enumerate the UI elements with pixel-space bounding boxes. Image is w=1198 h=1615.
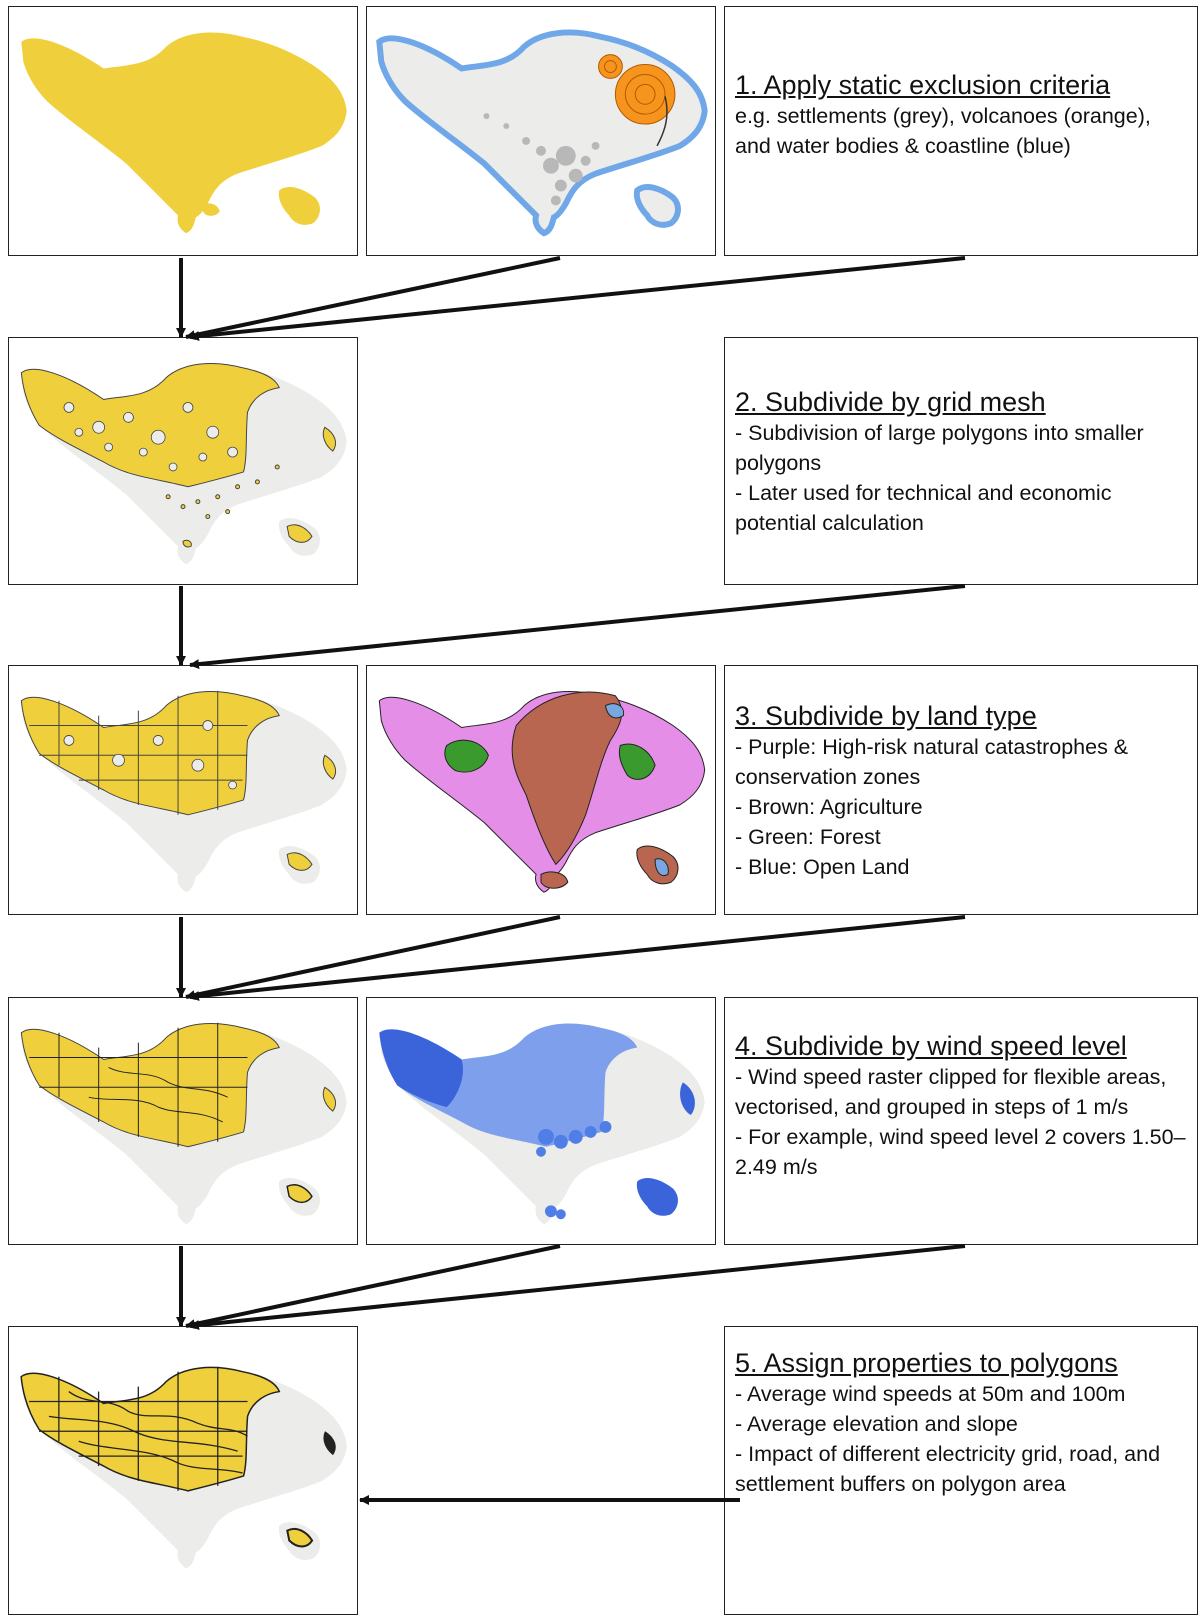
map-exclusion bbox=[366, 6, 716, 256]
step-4-line: - For example, wind speed level 2 covers… bbox=[735, 1125, 1186, 1179]
map-wind-blue bbox=[366, 997, 716, 1245]
step-4-line: - Wind speed raster clipped for flexible… bbox=[735, 1065, 1173, 1119]
map-full-island bbox=[8, 6, 358, 256]
volcano-icon bbox=[598, 54, 676, 125]
step-3-box: 3. Subdivide by land type - Purple: High… bbox=[724, 665, 1198, 915]
step-1-box: 1. Apply static exclusion criteria e.g. … bbox=[724, 6, 1198, 256]
map-land-type-yellow bbox=[8, 665, 358, 915]
exclusion-holes bbox=[63, 402, 238, 472]
settlement-dots bbox=[483, 113, 600, 206]
step-5-line: - Average wind speeds at 50m and 100m bbox=[735, 1382, 1126, 1406]
land-type-colored-map-icon bbox=[378, 690, 706, 893]
step-2-line: - Later used for technical and economic … bbox=[735, 481, 1118, 535]
step-1-title: 1. Apply static exclusion criteria bbox=[735, 70, 1111, 100]
step-2-title: 2. Subdivide by grid mesh bbox=[735, 387, 1046, 417]
step-4-title: 4. Subdivide by wind speed level bbox=[735, 1031, 1127, 1061]
step-3-title: 3. Subdivide by land type bbox=[735, 701, 1037, 731]
map-grid-mesh bbox=[8, 337, 358, 585]
step-2-line: - Subdivision of large polygons into sma… bbox=[735, 421, 1150, 475]
step-2-box: 2. Subdivide by grid mesh - Subdivision … bbox=[724, 337, 1198, 585]
map-final-polygons bbox=[8, 1326, 358, 1615]
exclusion-criteria-map-icon bbox=[367, 7, 715, 255]
map-wind-yellow bbox=[8, 997, 358, 1245]
grid-mesh-map-icon bbox=[20, 363, 347, 565]
step-3-line: - Brown: Agriculture bbox=[735, 795, 923, 819]
wind-contours bbox=[29, 1022, 248, 1147]
land-type-yellow-map-icon bbox=[20, 690, 347, 893]
step-5-line: - Average elevation and slope bbox=[735, 1412, 1018, 1436]
step-5-box: 5. Assign properties to polygons - Avera… bbox=[724, 1326, 1198, 1615]
final-polygon-lines bbox=[29, 1366, 248, 1491]
wind-speed-raster-map-icon bbox=[379, 1023, 705, 1225]
step-4-box: 4. Subdivide by wind speed level - Wind … bbox=[724, 997, 1198, 1245]
step-5-line: - Impact of different electricity grid, … bbox=[735, 1442, 1167, 1496]
step-3-line: - Purple: High-risk natural catastrophes… bbox=[735, 735, 1135, 789]
wind-blobs bbox=[536, 1121, 612, 1220]
wind-speed-yellow-map-icon bbox=[20, 1022, 347, 1225]
island-map-yellow-icon bbox=[21, 32, 347, 234]
step-5-title: 5. Assign properties to polygons bbox=[735, 1348, 1118, 1378]
final-polygons-map-icon bbox=[20, 1366, 347, 1569]
step-1-line: e.g. settlements (grey), volcanoes (oran… bbox=[735, 104, 1157, 158]
step-3-line: - Blue: Open Land bbox=[735, 855, 910, 879]
step-3-line: - Green: Forest bbox=[735, 825, 881, 849]
map-land-type-colored bbox=[366, 665, 716, 915]
